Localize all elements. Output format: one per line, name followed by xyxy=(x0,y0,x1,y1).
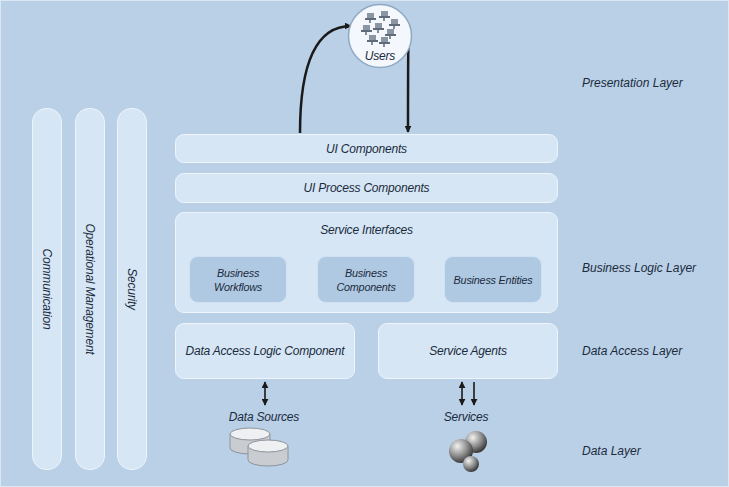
node-text: Data Sources xyxy=(229,410,299,424)
node-text: UI Components xyxy=(320,142,413,156)
process-box: Data Access Logic Component xyxy=(175,323,355,379)
layer-label: Data Access Layer xyxy=(582,344,682,358)
process-box: Business Entities xyxy=(444,256,542,303)
node-text: Communication xyxy=(40,249,54,330)
vertical-band: Operational Management xyxy=(75,108,105,470)
layer-label: Business Logic Layer xyxy=(582,261,696,275)
process-box: Service Agents xyxy=(378,323,558,379)
layer-label: Data Layer xyxy=(582,444,641,458)
flow-arrow xyxy=(264,382,266,405)
node-text: Business Workflows xyxy=(190,266,286,294)
flow-arrow xyxy=(461,382,463,405)
flow-arrow xyxy=(300,26,351,133)
layer-label: Presentation Layer xyxy=(582,76,683,90)
vertical-band: Communication xyxy=(32,108,62,470)
flow-arrow xyxy=(473,382,475,405)
node-text: Business Entities xyxy=(448,273,539,287)
process-box: Business Workflows xyxy=(189,256,287,303)
node-text: Security xyxy=(125,268,139,310)
service-group: Services xyxy=(416,408,516,474)
process-box: UI Components xyxy=(175,134,558,163)
node-text: Users xyxy=(365,49,395,63)
node-text: Service Interfaces xyxy=(314,223,418,237)
service-interfaces-panel: Service InterfacesBusiness Workflows Busi… xyxy=(175,212,558,313)
vertical-band: Security xyxy=(117,108,147,470)
process-box: UI Process Components xyxy=(175,173,558,203)
data-store: Data Sources xyxy=(214,408,314,474)
node-text: Service Agents xyxy=(423,344,512,358)
users-circle: Users xyxy=(347,3,413,69)
node-text: Data Access Logic Component xyxy=(180,344,351,358)
process-box: Business Components xyxy=(317,256,415,303)
node-text: UI Process Components xyxy=(298,181,436,195)
node-text: Operational Management xyxy=(83,223,97,354)
node-text: Services xyxy=(444,410,488,424)
node-text: Business Components xyxy=(318,266,414,294)
